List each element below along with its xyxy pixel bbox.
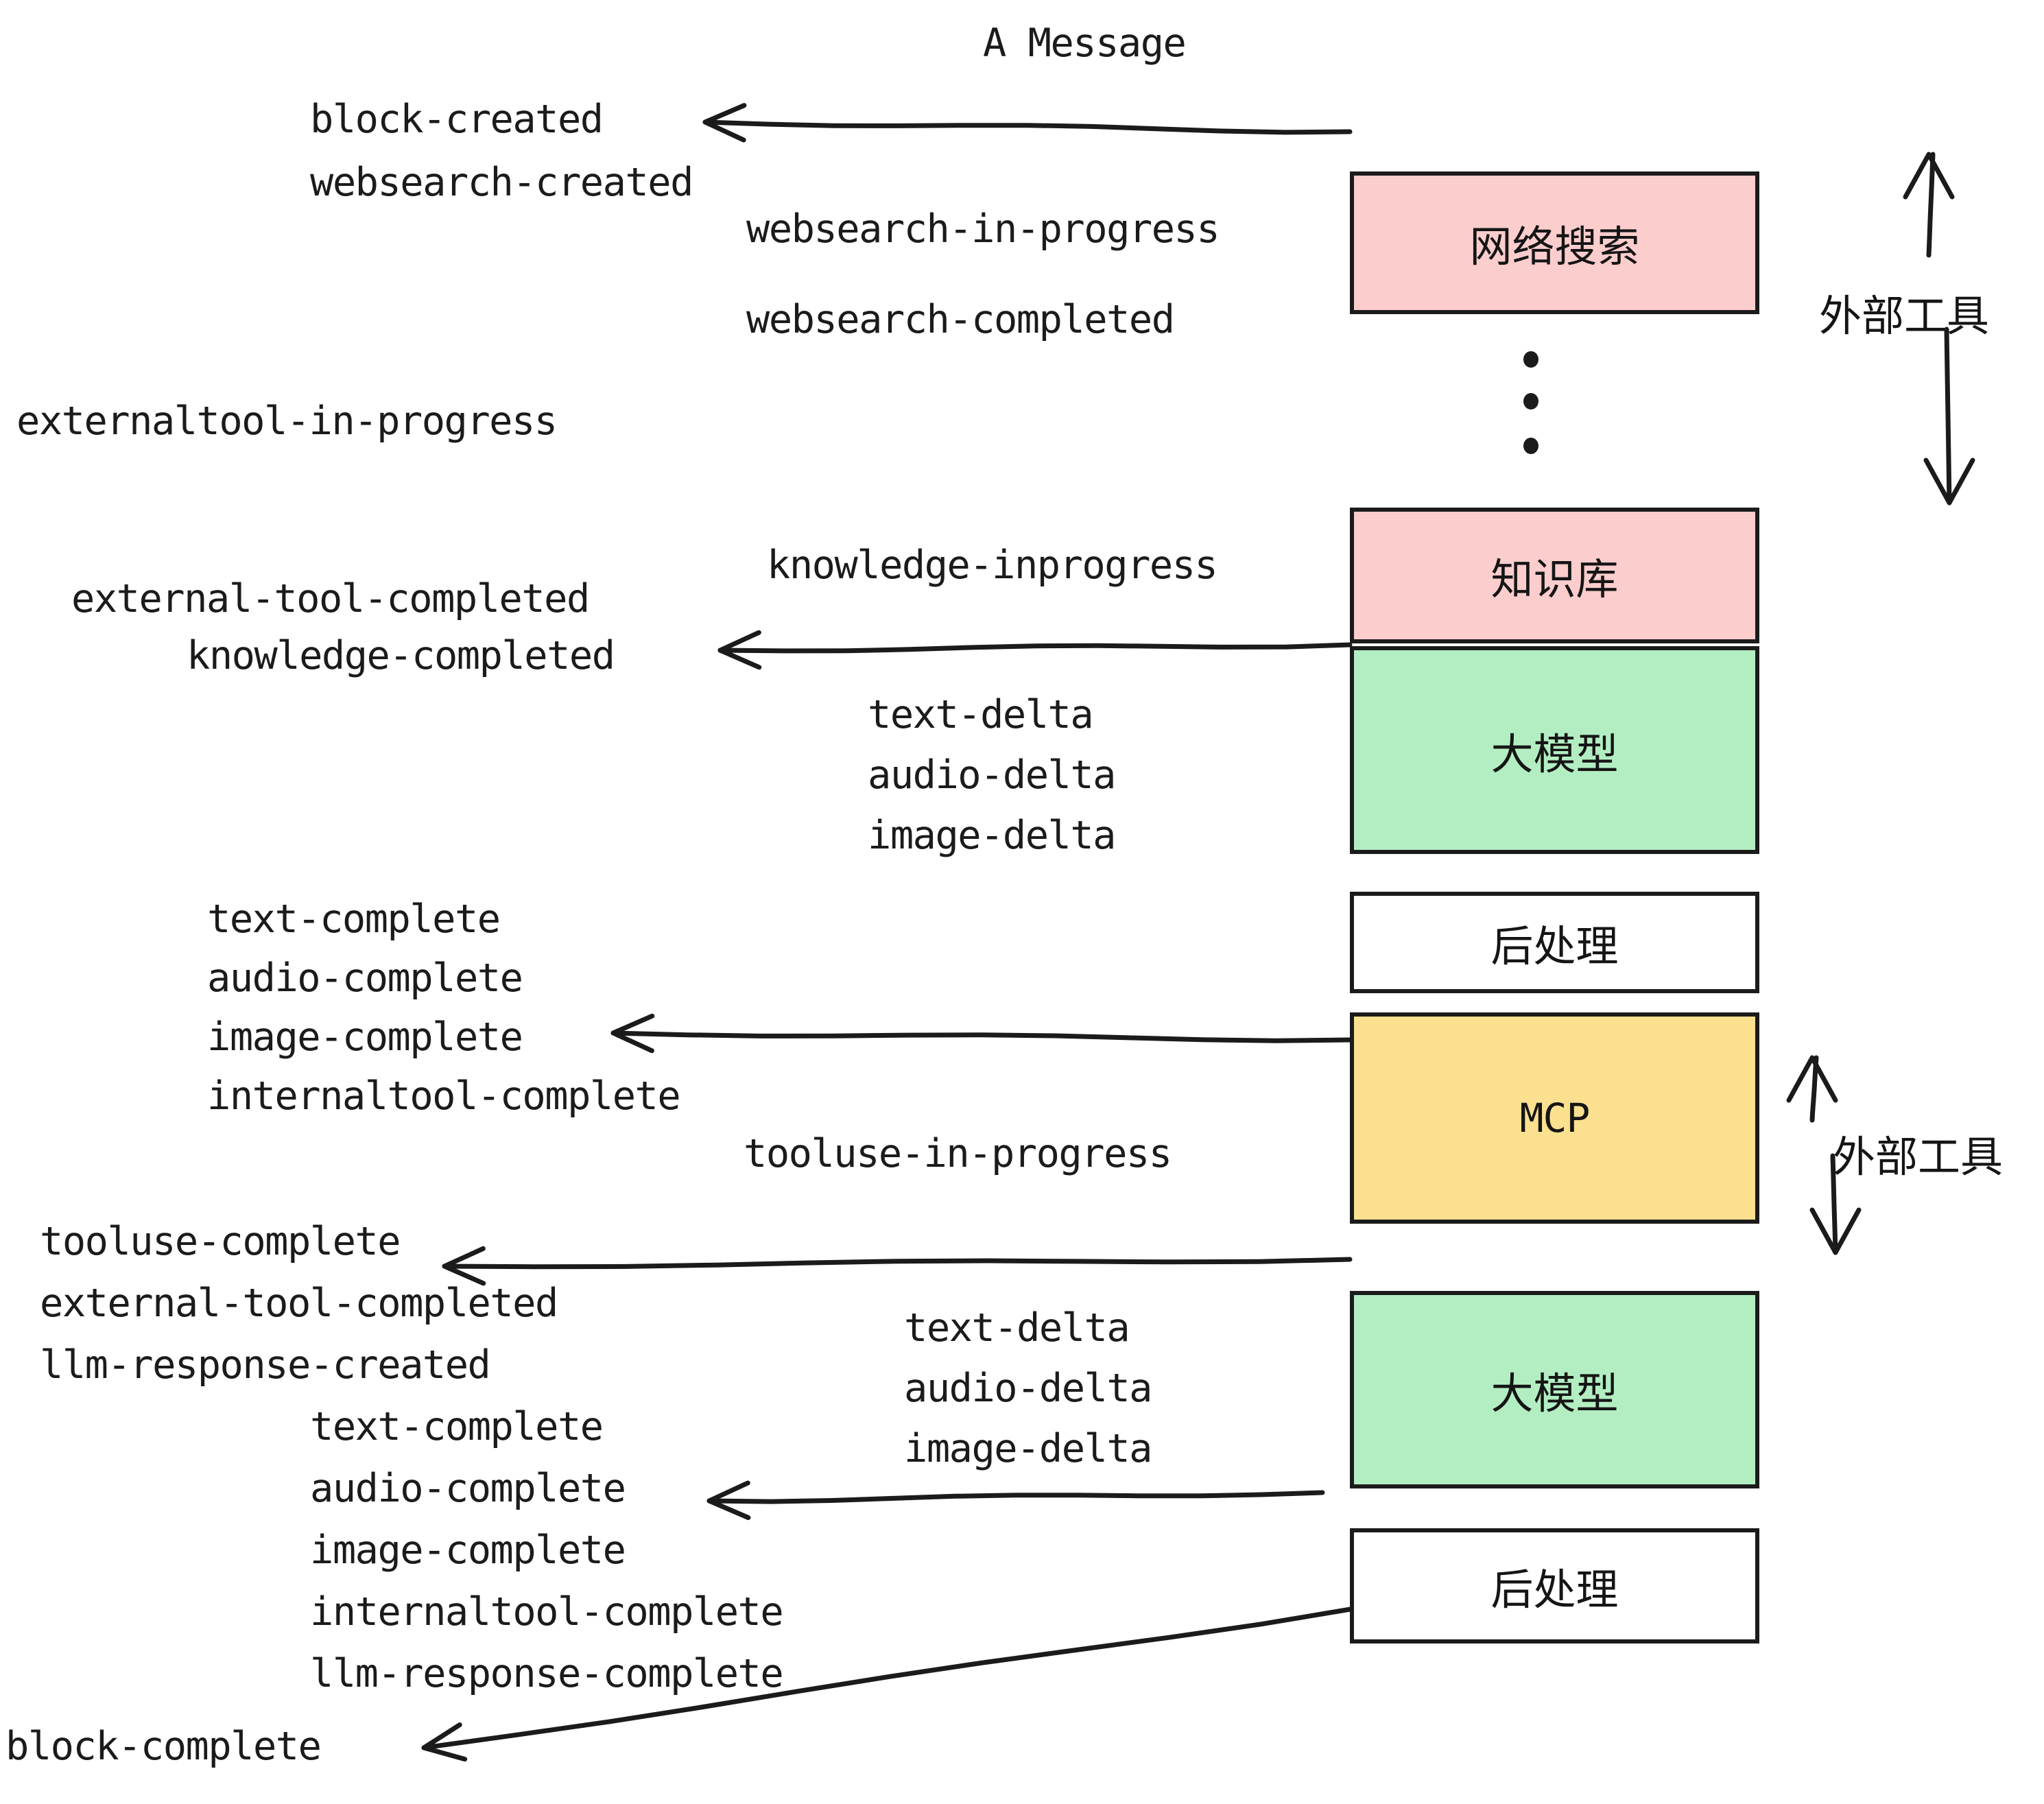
- external-tool-top-down-shaft: [1944, 327, 1952, 506]
- arrow-to-image-complete-shaft: [610, 1030, 1353, 1043]
- event-label-llm-response-complete: llm-response-complete: [310, 1651, 784, 1696]
- ellipsis-dot-2: [1523, 393, 1538, 410]
- external-tool-bottom-down-head: [1809, 1207, 1862, 1255]
- arrow-to-knowledge-completed-shaft: [717, 642, 1353, 654]
- arrow-to-block-complete-shaft: [421, 1606, 1357, 1750]
- arrow-to-audio-complete-head: [706, 1480, 751, 1520]
- arrow-to-block-complete-head: [421, 1722, 468, 1762]
- arrow-to-block-created-shaft: [702, 119, 1353, 135]
- event-arrows: [421, 103, 1357, 1762]
- event-label-knowledge-completed: knowledge-completed: [187, 633, 615, 678]
- node-llm-2[interactable]: 大模型: [1350, 1291, 1759, 1488]
- arrow-to-knowledge-completed-head: [717, 630, 762, 670]
- ellipsis-dot-1: [1523, 351, 1538, 368]
- event-label-image-complete-1: image-complete: [207, 1014, 523, 1060]
- event-label-internaltool-complete-1: internaltool-complete: [207, 1073, 681, 1119]
- event-label-tooluse-complete: tooluse-complete: [40, 1219, 401, 1264]
- event-label-externaltool-in-progress: externaltool-in-progress: [16, 399, 558, 444]
- event-label-block-created: block-created: [310, 97, 604, 142]
- node-knowledge[interactable]: 知识库: [1350, 508, 1759, 643]
- external-tool-top-down-head: [1923, 458, 1975, 506]
- event-label-text-delta-2: text-delta: [904, 1305, 1130, 1351]
- external-tool-top-up-head: [1903, 152, 1955, 200]
- event-label-tooluse-in-progress: tooluse-in-progress: [744, 1131, 1172, 1176]
- event-label-image-complete-2: image-complete: [310, 1528, 626, 1573]
- side-label-external-tool-top: 外部工具: [1819, 291, 1990, 341]
- node-llm-1[interactable]: 大模型: [1350, 646, 1759, 854]
- event-label-text-complete-2: text-complete: [310, 1404, 604, 1449]
- node-label-postproc-1: 后处理: [1490, 921, 1619, 971]
- side-label-external-tool-bottom: 外部工具: [1833, 1132, 2004, 1182]
- node-label-llm-1: 大模型: [1490, 728, 1619, 779]
- event-label-text-complete-1: text-complete: [207, 897, 501, 942]
- arrow-to-audio-complete-shaft: [706, 1490, 1325, 1504]
- event-label-websearch-in-progress: websearch-in-progress: [746, 206, 1220, 252]
- node-label-llm-2: 大模型: [1490, 1368, 1619, 1419]
- external-tool-bottom-down-shaft: [1830, 1153, 1838, 1255]
- external-tool-bottom-up-head: [1786, 1055, 1838, 1103]
- external-tool-brace-arrows: [1786, 152, 1975, 1255]
- node-mcp[interactable]: MCP: [1350, 1012, 1759, 1224]
- node-label-knowledge: 知识库: [1490, 554, 1619, 604]
- page-title: A Message: [983, 21, 1187, 66]
- node-postproc-1[interactable]: 后处理: [1350, 892, 1759, 993]
- node-label-mcp: MCP: [1519, 1095, 1591, 1141]
- event-label-knowledge-inprogress: knowledge-inprogress: [767, 543, 1218, 588]
- external-tool-top-up-shaft: [1926, 152, 1936, 258]
- event-label-internaltool-complete-2: internaltool-complete: [310, 1589, 784, 1635]
- arrow-to-block-created-head: [702, 103, 747, 143]
- ellipsis-dot-3: [1523, 438, 1538, 454]
- event-label-image-delta-2: image-delta: [904, 1426, 1153, 1471]
- event-label-external-tool-completed-2: external-tool-completed: [40, 1281, 558, 1326]
- arrow-to-tooluse-complete-head: [442, 1246, 486, 1286]
- event-label-block-complete: block-complete: [5, 1724, 322, 1769]
- event-label-audio-complete-2: audio-complete: [310, 1466, 626, 1511]
- node-postproc-2[interactable]: 后处理: [1350, 1528, 1759, 1643]
- event-label-image-delta-1: image-delta: [868, 813, 1117, 858]
- event-label-audio-delta-1: audio-delta: [868, 752, 1117, 798]
- event-label-text-delta-1: text-delta: [868, 692, 1094, 737]
- arrow-to-image-complete-head: [610, 1013, 655, 1054]
- event-label-audio-complete-1: audio-complete: [207, 956, 523, 1001]
- arrow-to-tooluse-complete-shaft: [442, 1257, 1353, 1270]
- node-label-postproc-2: 后处理: [1490, 1565, 1619, 1615]
- event-label-websearch-completed: websearch-completed: [746, 297, 1175, 342]
- event-label-audio-delta-2: audio-delta: [904, 1366, 1153, 1411]
- event-label-external-tool-completed-1: external-tool-completed: [71, 576, 590, 621]
- event-label-llm-response-created: llm-response-created: [40, 1342, 491, 1388]
- node-label-websearch: 网络搜索: [1469, 222, 1640, 272]
- event-label-websearch-created: websearch-created: [310, 160, 693, 205]
- node-websearch[interactable]: 网络搜索: [1350, 171, 1759, 314]
